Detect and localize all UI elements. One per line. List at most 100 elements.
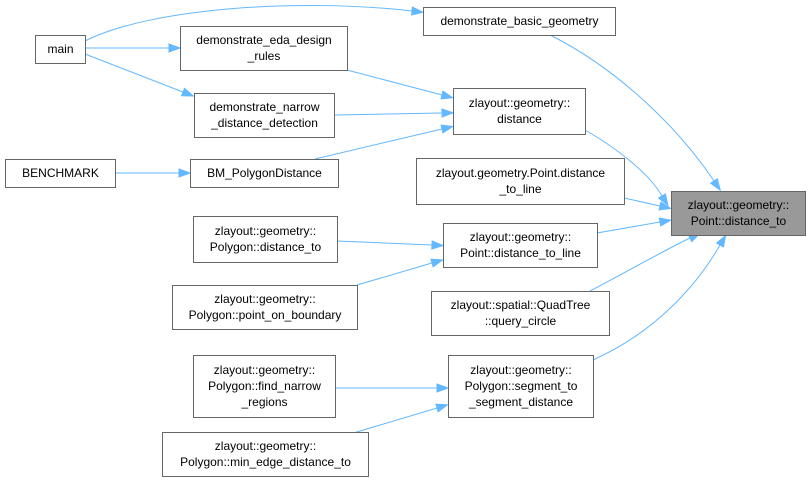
edge-poly_dist_to-to-point_dtl	[336, 240, 445, 250]
node-label-line: demonstrate_eda_design	[196, 33, 331, 47]
node-label-line: zlayout::geometry::	[470, 230, 571, 244]
edge-point_dtl-to-target	[596, 217, 673, 234]
edge-poly_fnr-to-poly_s2s	[335, 383, 450, 393]
edge-py_point_dtl-to-target	[623, 197, 673, 211]
edge-line	[589, 237, 691, 292]
node-label-line: zlayout::geometry::	[214, 292, 315, 306]
node-box	[194, 93, 335, 138]
node-box	[453, 88, 586, 135]
edge-line	[333, 112, 443, 116]
node-py-point-dtl[interactable]: zlayout.geometry.Point.distance _to_line	[416, 158, 625, 205]
node-demo-eda[interactable]: demonstrate_eda_design _rules	[180, 26, 348, 71]
arrowhead	[658, 201, 673, 211]
node-box	[431, 291, 610, 336]
arrowhead	[440, 90, 455, 100]
node-quadtree[interactable]: zlayout::spatial::QuadTree::query_circle	[431, 291, 610, 336]
edge-line	[356, 262, 433, 286]
arrowhead	[441, 108, 455, 118]
node-label-line: BM_PolygonDistance	[207, 166, 322, 180]
node-box	[193, 355, 336, 418]
node-label-line: Polygon::segment_to	[465, 379, 578, 393]
edge-demo_basic-to-target	[549, 34, 722, 192]
edge-benchmark-to-bm_poly	[115, 168, 192, 178]
node-label-line: _distance_detection	[210, 116, 318, 130]
edge-line	[314, 128, 443, 160]
edge-distance-to-target	[584, 129, 669, 207]
edge-poly_s2s-to-target	[592, 234, 727, 361]
edge-main-to-demo_narrow	[84, 53, 195, 97]
node-poly-dist-to[interactable]: zlayout::geometry::Polygon::distance_to	[193, 216, 338, 263]
node-box	[448, 355, 594, 418]
arrowhead	[411, 6, 425, 16]
node-label-line: Polygon::distance_to	[210, 240, 322, 254]
edge-quadtree-to-target	[589, 232, 702, 292]
nodes-layer: main demonstrate_basic_geometry demonstrat…	[5, 7, 806, 477]
node-point-dtl[interactable]: zlayout::geometry::Point::distance_to_li…	[443, 223, 598, 268]
node-box	[190, 159, 339, 188]
node-box	[172, 285, 358, 330]
node-label-line: _segment_distance	[468, 395, 573, 409]
node-label-line: Polygon::find_narrow	[208, 379, 321, 393]
node-label-line: zlayout.geometry.Point.distance	[436, 166, 606, 180]
node-distance[interactable]: zlayout::geometry::distance	[453, 88, 586, 135]
edge-line	[592, 244, 721, 361]
arrowhead	[168, 43, 182, 53]
edge-main-to-demo_eda	[85, 43, 182, 53]
edge-line	[84, 5, 413, 42]
node-label-line: zlayout::geometry::	[688, 198, 789, 212]
node-box	[180, 26, 348, 71]
node-label-line: main	[47, 42, 73, 56]
node-label-line: zlayout::geometry::	[214, 363, 315, 377]
node-poly-fnr[interactable]: zlayout::geometry::Polygon::find_narrow_…	[193, 355, 336, 418]
node-box	[416, 158, 625, 205]
arrowhead	[436, 383, 450, 393]
node-label-line: Polygon::point_on_boundary	[189, 308, 342, 322]
arrowhead	[431, 240, 445, 250]
node-box	[35, 35, 86, 64]
edge-demo_narrow-to-distance	[333, 108, 455, 118]
arrowhead	[440, 124, 455, 134]
node-label-line: distance	[497, 112, 542, 126]
node-target[interactable]: zlayout::geometry::Point::distance_to	[671, 191, 806, 236]
arrowhead	[715, 234, 727, 248]
node-box	[162, 432, 369, 477]
node-poly-s2s[interactable]: zlayout::geometry::Polygon::segment_to_s…	[448, 355, 594, 418]
arrowhead	[658, 217, 673, 227]
node-label-line: zlayout::geometry::	[215, 439, 316, 453]
node-label-line: zlayout::geometry::	[470, 363, 571, 377]
node-label-line: Point::distance_to_line	[460, 246, 581, 260]
node-main[interactable]: main	[35, 35, 86, 64]
arrowhead	[709, 177, 722, 192]
node-box	[671, 191, 806, 236]
node-poly-pob[interactable]: zlayout::geometry::Polygon::point_on_bou…	[172, 285, 358, 330]
node-label-line: demonstrate_narrow	[209, 100, 319, 114]
node-demo-basic[interactable]: demonstrate_basic_geometry	[423, 7, 616, 36]
node-benchmark[interactable]: BENCHMARK	[5, 159, 116, 188]
arrowhead	[657, 193, 669, 207]
node-label-line: ::query_circle	[485, 314, 557, 328]
edge-bm_poly-to-distance	[314, 124, 455, 160]
node-label-line: zlayout::geometry::	[215, 224, 316, 238]
arrowhead	[178, 168, 192, 178]
node-label-line: BENCHMARK	[22, 166, 99, 180]
edge-line	[549, 34, 715, 182]
edges-layer	[84, 5, 727, 438]
edge-line	[84, 53, 184, 93]
node-label-line: Polygon::min_edge_distance_to	[180, 455, 351, 469]
node-label-line: zlayout::geometry::	[469, 96, 570, 110]
node-bm-poly[interactable]: BM_PolygonDistance	[190, 159, 339, 188]
node-box	[5, 159, 116, 188]
node-label-line: _rules	[247, 49, 281, 63]
node-label-line: _regions	[240, 395, 287, 409]
node-demo-narrow[interactable]: demonstrate_narrow _distance_detection	[194, 93, 335, 138]
edge-line	[584, 129, 663, 197]
node-poly-med[interactable]: zlayout::geometry::Polygon::min_edge_dis…	[162, 432, 369, 477]
node-label-line: Point::distance_to	[691, 214, 787, 228]
edge-line	[346, 69, 443, 96]
edge-line	[623, 197, 661, 207]
edge-demo_eda-to-distance	[346, 69, 455, 100]
node-label-line: _to_line	[498, 182, 541, 196]
edge-main-to-demo_basic	[84, 5, 425, 42]
node-box	[193, 216, 338, 263]
